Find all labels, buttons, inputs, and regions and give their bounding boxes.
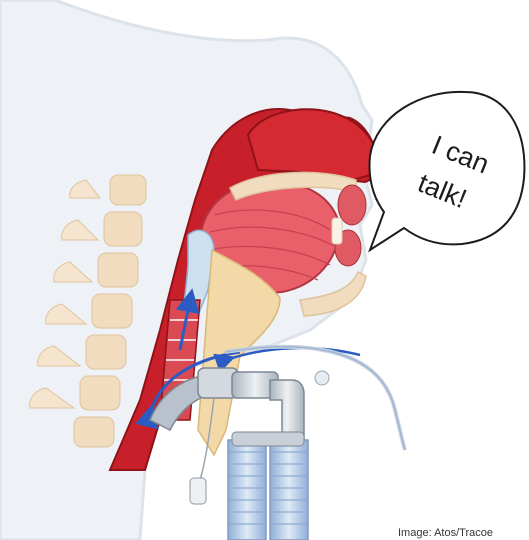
ventilator-hose-left [228, 440, 266, 540]
speech-bubble-icon [370, 92, 525, 250]
pilot-balloon [190, 478, 206, 504]
image-credit: Image: Atos/Tracoe [398, 526, 493, 540]
tubing-connector [315, 371, 329, 385]
y-piece [232, 432, 304, 446]
speech-bubble: I can talk! [370, 92, 525, 250]
upper-lip [338, 185, 366, 225]
teeth [332, 218, 342, 244]
ventilator-hose-right [270, 440, 308, 540]
